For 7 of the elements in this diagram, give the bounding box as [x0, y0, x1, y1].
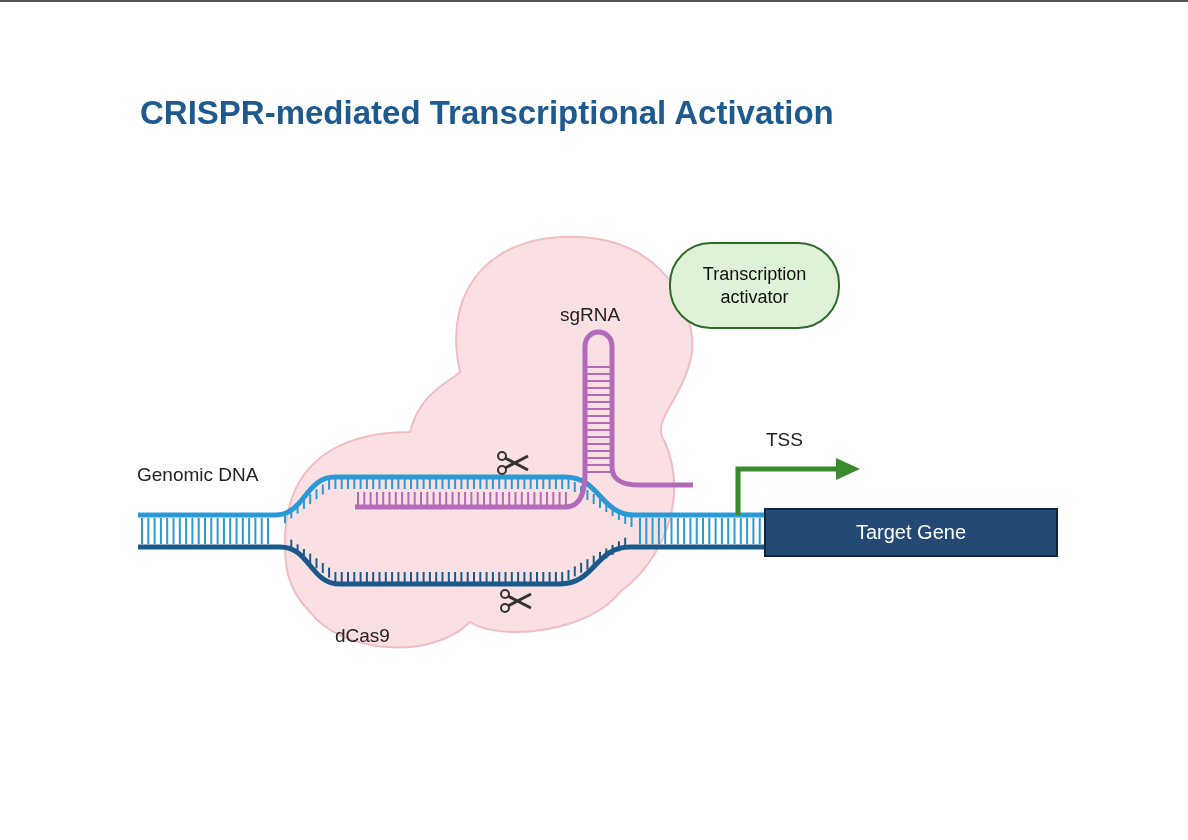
- tss-label: TSS: [766, 429, 803, 451]
- diagram-title: CRISPR-mediated Transcriptional Activation: [140, 94, 834, 132]
- activator-box: Transcription activator: [669, 242, 840, 329]
- protein-label: dCas9: [335, 625, 390, 647]
- dna-label: Genomic DNA: [137, 464, 259, 486]
- gene-box: Target Gene: [764, 508, 1058, 557]
- sgrna-label: sgRNA: [560, 304, 621, 326]
